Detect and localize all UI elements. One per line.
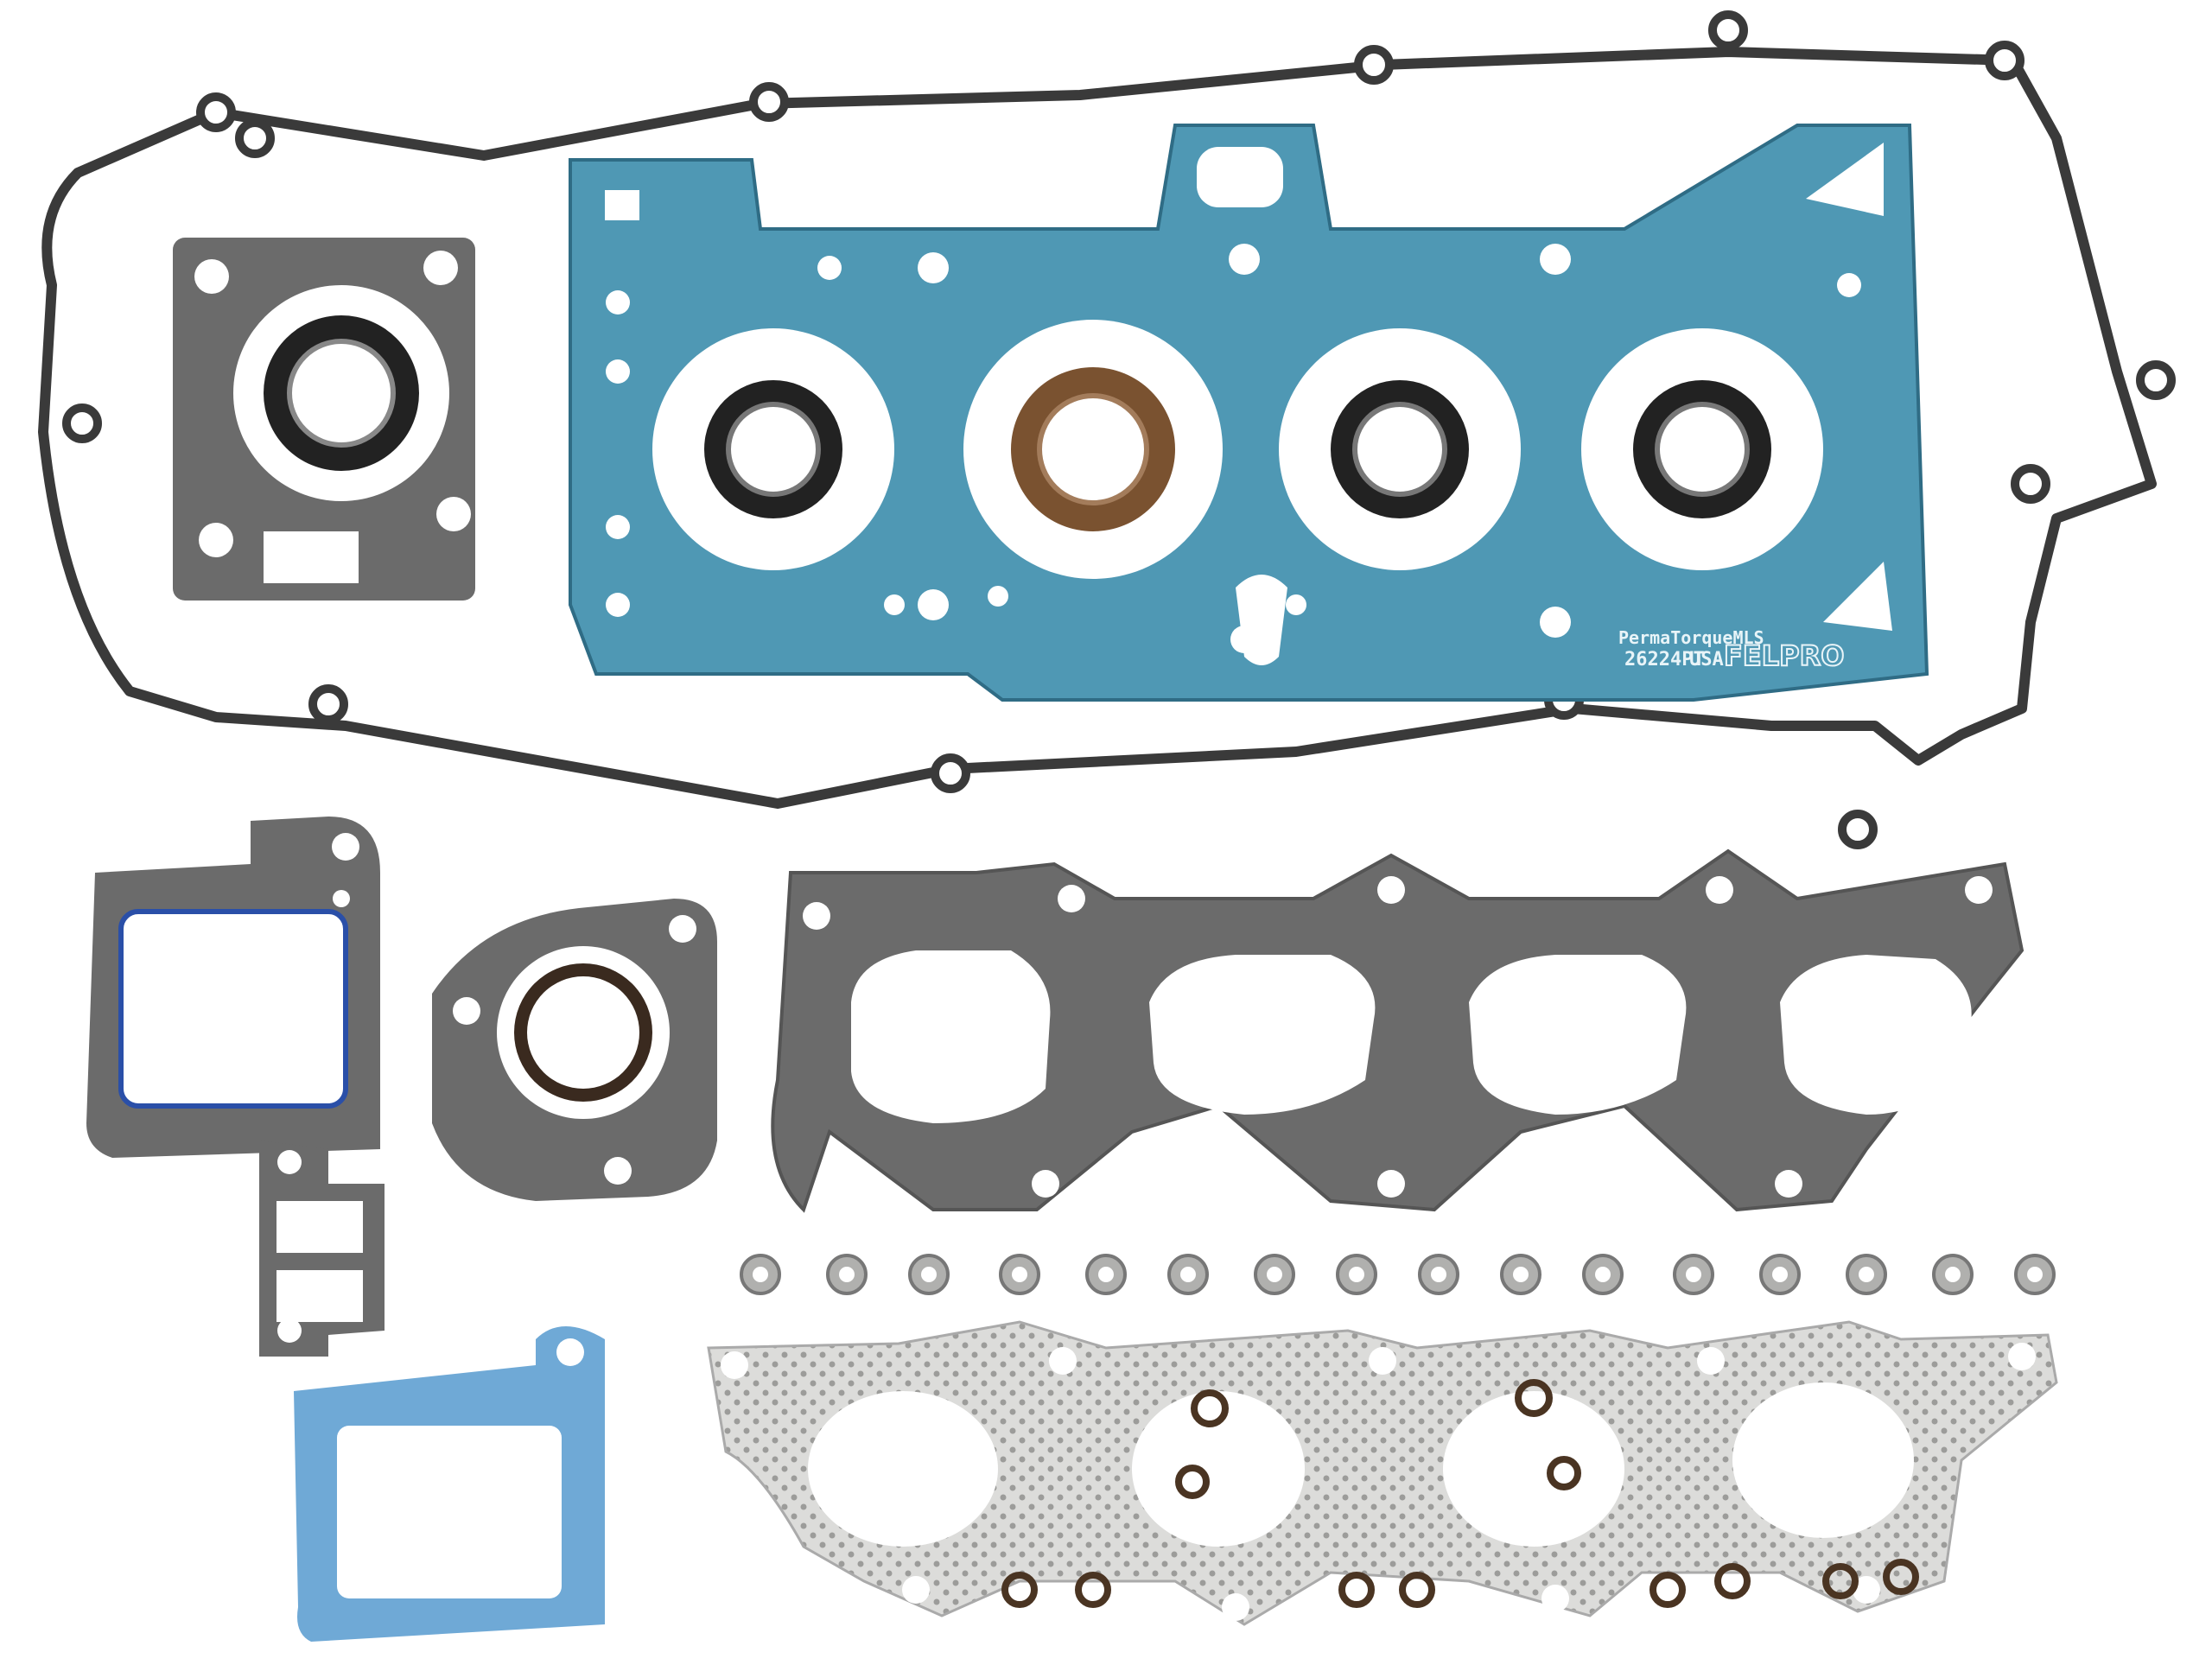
head-gasket: PermaTorqueMLS 26224PT USA FELPRO [569, 124, 1929, 702]
head-gasket-part-number: 26224PT [1624, 649, 1705, 670]
cam-seal-gasket [432, 899, 717, 1201]
water-outlet-gasket [86, 817, 380, 1158]
head-gasket-brand: FELPRO [1724, 639, 1844, 672]
throttle-body-gasket [173, 238, 475, 601]
head-gasket-series-text: PermaTorqueMLS [1618, 627, 1764, 648]
small-gasket [259, 1141, 385, 1357]
valve-seals-on-head [704, 367, 1771, 531]
valve-cover-gasket [38, 10, 2176, 849]
small-o-rings [1001, 1379, 1919, 1608]
valve-stem-seals [740, 1254, 2056, 1295]
head-gasket-origin: USA [1689, 649, 1724, 670]
thermostat-housing-gasket [294, 1326, 605, 1642]
intake-manifold-gasket [771, 848, 2024, 1213]
exhaust-manifold-gasket [707, 1320, 2058, 1626]
